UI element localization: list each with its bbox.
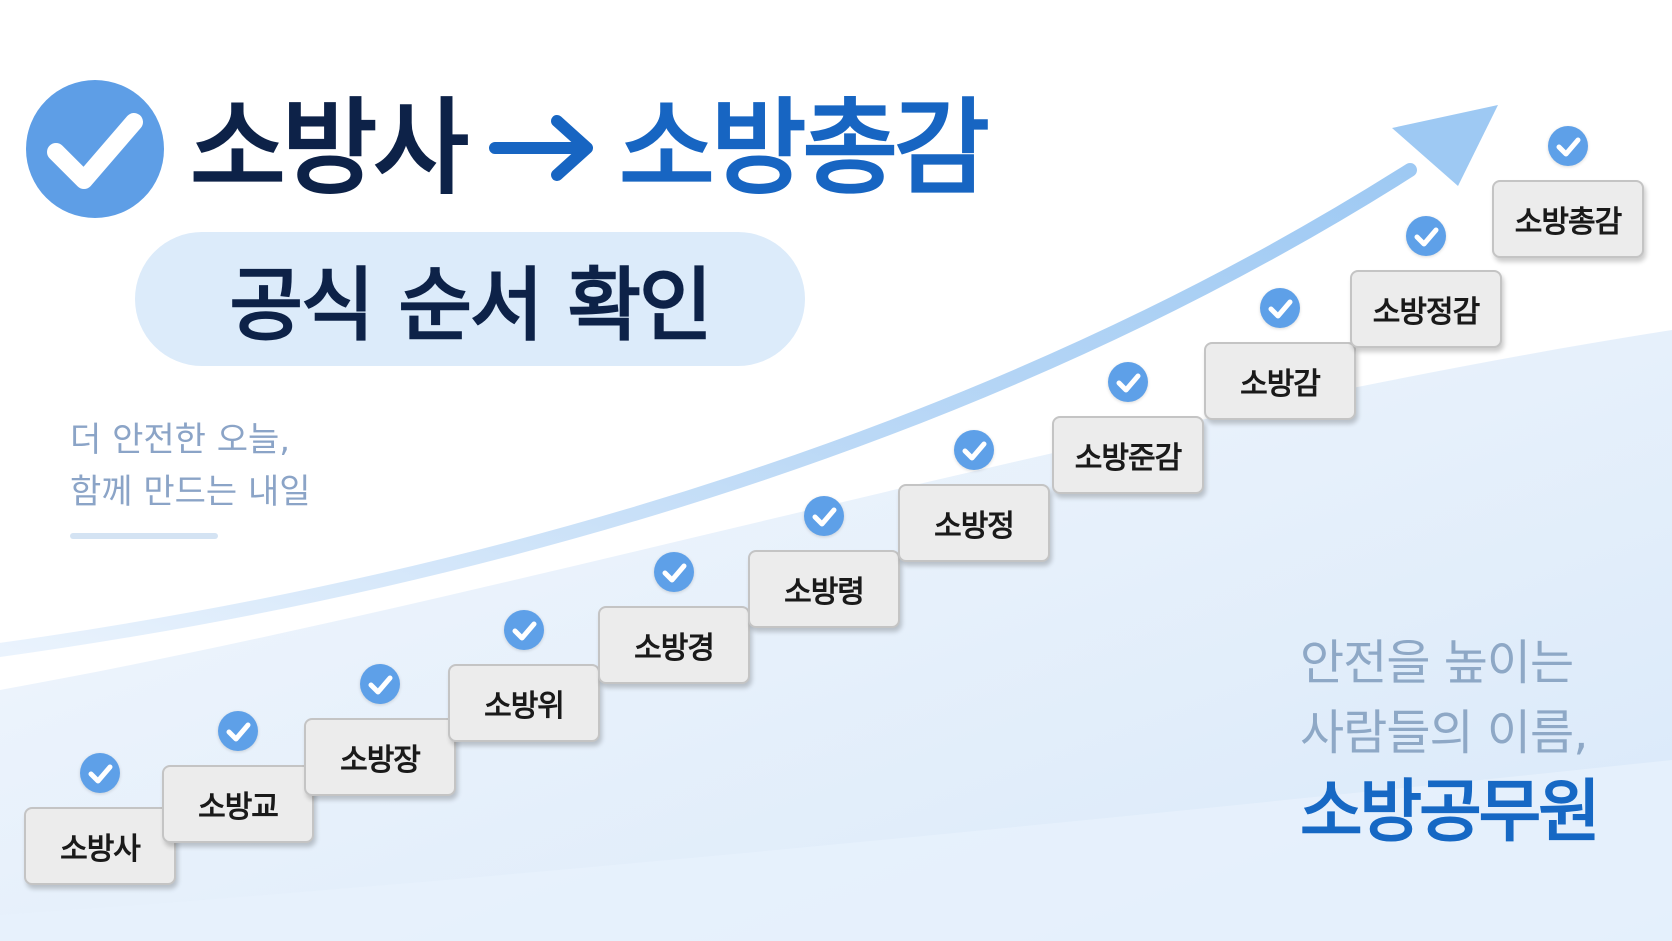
rank-step: 소방장 — [304, 718, 456, 796]
rank-step: 소방사 — [24, 807, 176, 885]
check-circle-icon — [654, 552, 694, 592]
rank-step: 소방감 — [1204, 342, 1356, 420]
check-circle-icon — [218, 711, 258, 751]
title-from: 소방사 — [190, 87, 469, 209]
slogan-right: 안전을 높이는 사람들의 이름, 소방공무원 — [1300, 628, 1601, 858]
check-circle-icon — [954, 430, 994, 470]
rank-step: 소방교 — [162, 765, 314, 843]
check-circle-icon — [504, 610, 544, 650]
slogan-left-line-1: 더 안전한 오늘, — [70, 420, 291, 460]
rank-step: 소방위 — [448, 664, 600, 742]
rank-step: 소방준감 — [1052, 416, 1204, 494]
check-circle-icon — [80, 753, 120, 793]
main-title: 소방사 소방총감 — [190, 78, 990, 218]
slogan-left-line-2: 함께 만드는 내일 — [70, 472, 311, 512]
rank-step: 소방령 — [748, 550, 900, 628]
upward-arrow-icon — [0, 105, 1498, 657]
check-circle-icon — [26, 80, 164, 218]
check-circle-icon — [804, 496, 844, 536]
check-circle-icon — [1108, 362, 1148, 402]
slogan-right-highlight: 소방공무원 — [1300, 773, 1601, 852]
arrow-right-icon — [489, 115, 594, 181]
rank-step: 소방경 — [598, 606, 750, 684]
slogan-right-line-1: 안전을 높이는 — [1300, 635, 1574, 691]
check-circle-icon — [1406, 216, 1446, 256]
slogan-right-line-2: 사람들의 이름, — [1300, 705, 1588, 761]
check-circle-icon — [360, 664, 400, 704]
check-circle-icon — [1548, 126, 1588, 166]
slogan-left: 더 안전한 오늘, 함께 만드는 내일 — [70, 414, 311, 518]
subtitle: 공식 순서 확인 — [229, 259, 712, 352]
check-circle-icon — [1260, 288, 1300, 328]
rank-step: 소방정감 — [1350, 270, 1502, 348]
slogan-underline — [70, 533, 218, 539]
title-to: 소방총감 — [619, 87, 990, 209]
subtitle-pill: 공식 순서 확인 — [135, 232, 805, 366]
rank-step: 소방정 — [898, 484, 1050, 562]
rank-step: 소방총감 — [1492, 180, 1644, 258]
